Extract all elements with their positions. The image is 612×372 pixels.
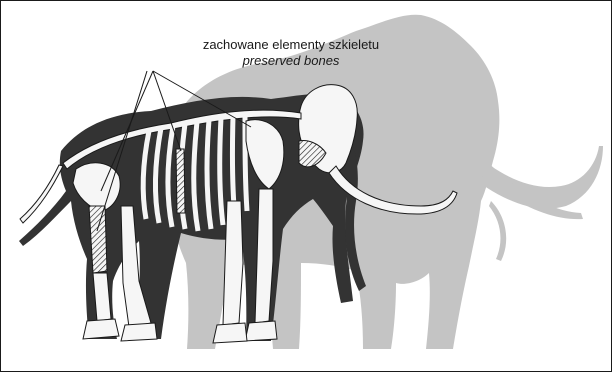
hind-foot-2: [121, 323, 157, 341]
fore-foot-2: [213, 323, 247, 343]
fore-foot: [245, 321, 277, 341]
preserved-bones-caption: zachowane elementy szkieletu preserved b…: [171, 37, 411, 69]
caption-polish: zachowane elementy szkieletu: [171, 37, 411, 53]
fore-leg-2: [223, 201, 243, 325]
preserved-rib: [176, 149, 185, 213]
caption-english: preserved bones: [171, 53, 411, 69]
hind-foot: [83, 319, 119, 339]
